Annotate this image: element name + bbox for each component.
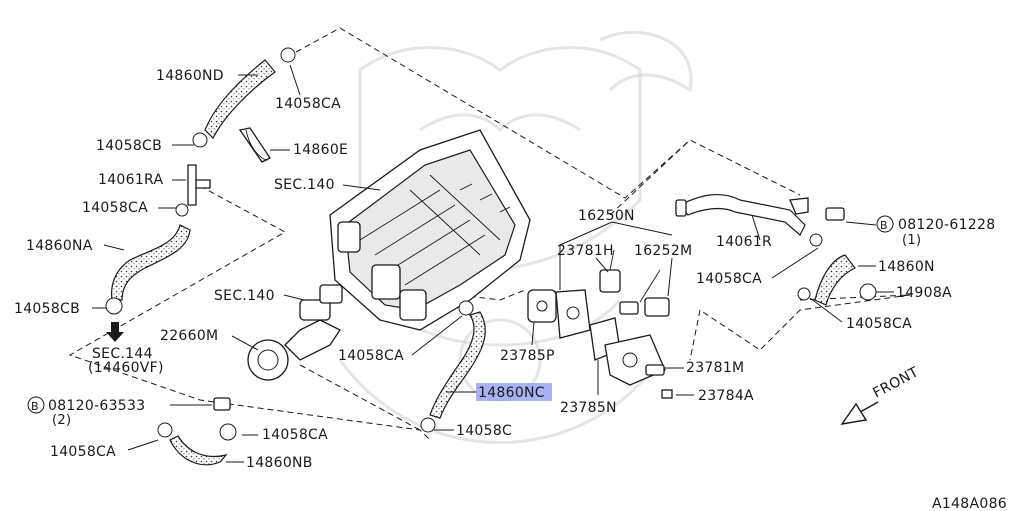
label-14058CA-right-bottom[interactable]: 14058CA (846, 316, 912, 332)
label-14860NB[interactable]: 14860NB (246, 455, 313, 471)
bolt-marker-left (27, 396, 45, 414)
hose-14860N (797, 254, 877, 306)
bolt-marker-right-letter: B (880, 219, 888, 232)
label-14058CA-bottom-center[interactable]: 14058CA (262, 427, 328, 443)
label-14460vf: (14460VF) (88, 360, 164, 376)
label-sec-144[interactable]: SEC.144 (92, 346, 153, 362)
label-qty-2: (2) (52, 413, 71, 428)
bolt-marker-right (876, 215, 894, 233)
label-14058C[interactable]: 14058C (456, 423, 512, 439)
part-labels: 14860ND 14058CA 14058CB 14860E 14061RA 1… (14, 68, 1007, 511)
leader-lines (92, 64, 894, 463)
label-23781M[interactable]: 23781M (686, 360, 744, 376)
label-14058CA-right[interactable]: 14058CA (696, 271, 762, 287)
label-23784A[interactable]: 23784A (698, 388, 754, 404)
valve-assembly (527, 249, 673, 399)
label-front: FRONT (870, 364, 921, 401)
left-hoses (105, 47, 296, 315)
label-14058CA-left[interactable]: 14058CA (82, 200, 148, 216)
label-14061R[interactable]: 14061R (716, 234, 772, 250)
intake-manifold (329, 129, 531, 331)
label-14058CA-top[interactable]: 14058CA (275, 96, 341, 112)
label-16250N[interactable]: 16250N (578, 208, 635, 224)
label-14860NC[interactable]: 14860NC (478, 385, 545, 401)
label-23785P[interactable]: 23785P (500, 348, 555, 364)
label-14058CB-2[interactable]: 14058CB (14, 301, 80, 317)
figure-id: A148A086 (932, 496, 1007, 511)
label-14061RA[interactable]: 14061RA (98, 172, 163, 188)
label-14860N[interactable]: 14860N (878, 259, 935, 275)
label-22660M[interactable]: 22660M (160, 328, 218, 344)
label-14860NA[interactable]: 14860NA (26, 238, 93, 254)
label-sec-140-mid[interactable]: SEC.140 (214, 288, 275, 304)
label-08120-61228[interactable]: 08120-61228 (898, 217, 995, 233)
label-qty-1: (1) (902, 233, 921, 248)
lower-hoses (157, 300, 486, 466)
label-14058CA-bottom-left[interactable]: 14058CA (50, 444, 116, 460)
front-arrow-icon (840, 401, 879, 425)
label-14908A[interactable]: 14908A (896, 285, 952, 301)
label-sec-140-top[interactable]: SEC.140 (274, 177, 335, 193)
label-23781H[interactable]: 23781H (557, 243, 614, 259)
label-14860E[interactable]: 14860E (293, 142, 348, 158)
label-08120-63533[interactable]: 08120-63533 (48, 398, 145, 414)
part-highlight (476, 383, 552, 401)
label-14058CA-mid[interactable]: 14058CA (338, 348, 404, 364)
dashed-assembly-lines (68, 27, 911, 441)
label-23785N[interactable]: 23785N (560, 400, 617, 416)
label-14058CB-1[interactable]: 14058CB (96, 138, 162, 154)
label-16252M[interactable]: 16252M (634, 243, 692, 259)
label-14860ND[interactable]: 14860ND (156, 68, 224, 84)
air-pipe-14061R (675, 194, 845, 247)
bolt-marker-left-letter: B (31, 400, 39, 413)
down-arrow-icon (106, 322, 124, 342)
